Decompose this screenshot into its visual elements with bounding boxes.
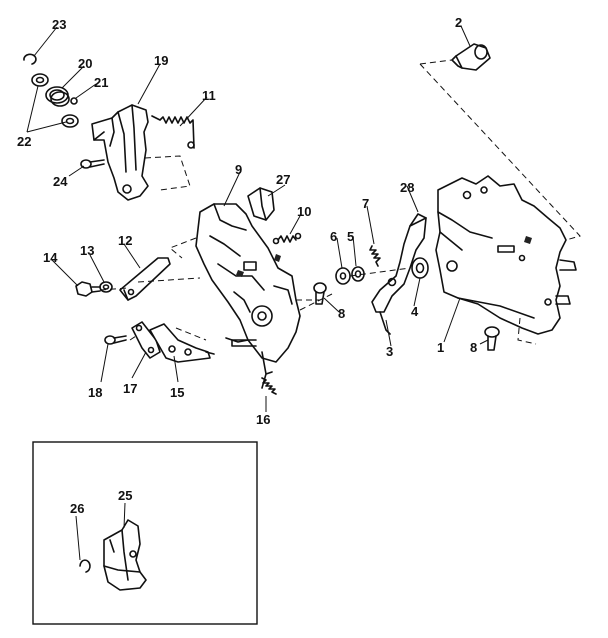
part-17-lever [131, 321, 161, 359]
part-22-washer-upper [31, 73, 49, 87]
part-8-screw-center [313, 282, 327, 305]
part-14-bolt [75, 281, 101, 297]
callout-14: 14 [43, 250, 58, 265]
part-2-cap [451, 43, 491, 71]
callout-8-center: 8 [338, 306, 345, 321]
callout-12: 12 [118, 233, 132, 248]
callout-10: 10 [297, 204, 311, 219]
part-6-washer [335, 267, 351, 285]
frame-pin [231, 339, 257, 347]
part-13-washer [99, 281, 113, 293]
part-12-link [119, 257, 171, 301]
callout-20: 20 [78, 56, 92, 71]
callout-15: 15 [170, 385, 184, 400]
part-20-spring-washer [45, 86, 70, 107]
part-23-retaining-ring [23, 53, 37, 65]
part-8-screw-right [484, 326, 500, 351]
part-22-washer-lower [61, 114, 79, 128]
callout-24: 24 [53, 174, 68, 189]
callout-16: 16 [256, 412, 270, 427]
callout-4: 4 [411, 304, 419, 319]
callout-27: 27 [276, 172, 290, 187]
callout-28: 28 [400, 180, 414, 195]
inset-detail: 26 25 [32, 441, 258, 625]
inset-frame [32, 441, 258, 625]
leader-lines [26, 25, 489, 412]
part-16-spring [261, 377, 277, 395]
callout-23: 23 [52, 17, 66, 32]
part-15-lever [149, 323, 215, 363]
part-25-bracket [103, 519, 147, 591]
part-11-spring [151, 115, 195, 149]
callout-2: 2 [455, 15, 462, 30]
callout-labels: 23 20 21 22 19 11 24 9 27 10 12 13 14 8 … [17, 15, 477, 427]
callout-1: 1 [437, 340, 444, 355]
callout-9: 9 [235, 162, 242, 177]
part-27-block [247, 187, 275, 221]
callout-26: 26 [70, 501, 84, 516]
part-7-spring [369, 245, 381, 267]
part-1-side-plate [435, 175, 577, 335]
callout-19: 19 [154, 53, 168, 68]
part-19-bracket [91, 104, 149, 201]
part-4-bushing [411, 257, 429, 279]
callout-11: 11 [202, 88, 216, 103]
part-24-screw [80, 159, 105, 169]
callout-18: 18 [88, 385, 102, 400]
callout-7: 7 [362, 196, 369, 211]
callout-3: 3 [386, 344, 393, 359]
callout-17: 17 [123, 381, 137, 396]
callout-21: 21 [94, 75, 108, 90]
part-21-ball [70, 97, 78, 105]
part-26-clip [79, 559, 91, 573]
part-10-spring [272, 232, 302, 245]
callout-13: 13 [80, 243, 94, 258]
callout-5: 5 [347, 229, 354, 244]
part-9-main-frame [195, 203, 301, 389]
callout-8-right: 8 [470, 340, 477, 355]
part-18-screw [104, 335, 127, 345]
callout-6: 6 [330, 229, 337, 244]
callout-25: 25 [118, 488, 132, 503]
callout-22: 22 [17, 134, 31, 149]
assembly-lines [99, 59, 581, 345]
